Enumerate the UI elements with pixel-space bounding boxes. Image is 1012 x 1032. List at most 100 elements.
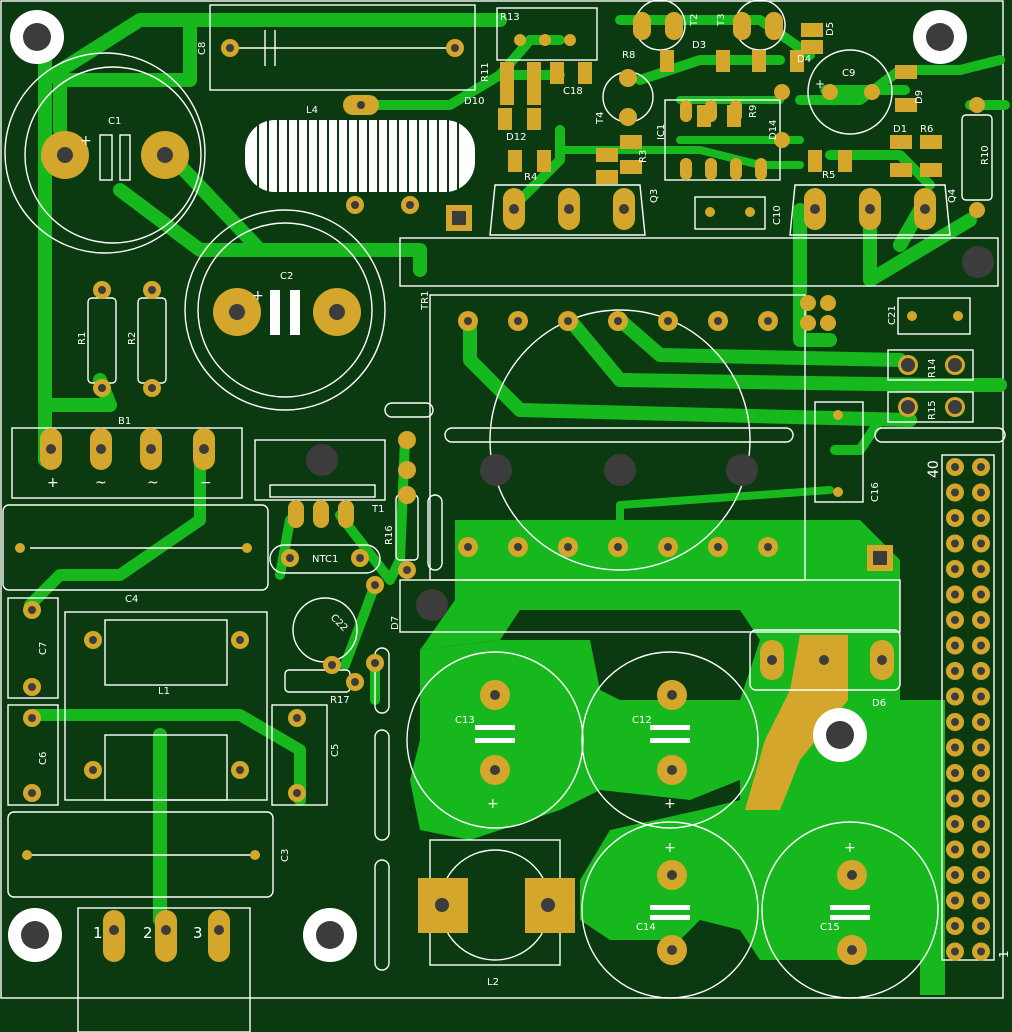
label-b1: B1 (118, 416, 131, 427)
label-c13: C13 (455, 715, 475, 726)
label-d3: D3 (692, 40, 706, 51)
label-r8: R8 (622, 50, 635, 61)
label-c21: C21 (887, 305, 898, 325)
label-r13: R13 (500, 12, 520, 23)
label-r14: R14 (927, 358, 938, 378)
label-c12-plus: + (664, 796, 676, 812)
label-c12: C12 (632, 715, 652, 726)
header-pin-hole (977, 896, 985, 905)
label-c8: C8 (197, 42, 208, 55)
label-d12: D12 (506, 132, 526, 143)
label-bridge-ac1: ~ (95, 475, 107, 491)
header-pin-hole (977, 590, 985, 599)
header-pin-hole (977, 718, 985, 726)
header-pin-hole (951, 845, 959, 854)
header-pin-hole (951, 514, 959, 522)
label-q4: Q4 (947, 189, 958, 203)
label-d10: D10 (464, 96, 484, 107)
mounting-holes (8, 10, 994, 962)
header-pin-hole (951, 896, 959, 905)
label-c4: C4 (125, 594, 138, 605)
label-r9: R9 (748, 105, 759, 118)
label-r5: R5 (822, 170, 835, 181)
label-d4: D4 (797, 54, 811, 65)
header-pin-hole (977, 488, 985, 497)
label-ntc1: NTC1 (312, 554, 338, 565)
label-r2: R2 (127, 332, 138, 345)
label-c9: C9 (842, 68, 855, 79)
label-bridge-plus: + (47, 475, 59, 491)
label-l4: L4 (306, 105, 318, 116)
reference-labels: R13 T2 T3 D5 C8 R11 R8 D3 D4 C9 D9 D10 C… (38, 12, 1011, 988)
label-c16: C16 (870, 482, 881, 502)
header-pin-hole (951, 692, 959, 701)
label-c2-plus: + (252, 288, 264, 304)
header-pin-hole (977, 641, 985, 650)
header-pin-hole (977, 947, 985, 956)
label-d5: D5 (825, 22, 836, 36)
label-c14-plus: + (664, 840, 676, 856)
label-r15: R15 (927, 400, 938, 420)
header-pin-hole (977, 922, 985, 930)
label-r11: R11 (480, 62, 491, 82)
header-pin-hole (977, 539, 985, 548)
label-tr1: TR1 (420, 291, 431, 311)
header-pin-hole (951, 794, 959, 803)
label-t1: T1 (371, 504, 384, 515)
label-bridge-ac2: ~ (147, 475, 159, 491)
header-pin-hole (977, 794, 985, 803)
label-r1: R1 (77, 332, 88, 345)
header-pin-hole (977, 514, 985, 522)
label-ic1: IC1 (656, 124, 667, 140)
label-c7: C7 (38, 642, 49, 655)
header-pin-hole (951, 947, 959, 956)
header-pin-hole (977, 692, 985, 701)
label-header-pin1: 1 (997, 950, 1011, 958)
header-pin-hole (951, 922, 959, 930)
header-pin-hole (977, 769, 985, 777)
label-pin2: 2 (143, 924, 153, 942)
header-pin-hole (977, 743, 985, 752)
header-pin-hole (951, 820, 959, 828)
label-t4: T4 (595, 112, 606, 125)
label-d1: D1 (893, 124, 907, 135)
copper-traces (24, 13, 1010, 927)
label-d9: D9 (914, 90, 925, 104)
label-c9-plus: + (815, 77, 825, 91)
header-40pin[interactable] (946, 458, 990, 961)
label-d6: D6 (872, 698, 886, 709)
header-pin-hole (951, 590, 959, 599)
header-pin-hole (951, 616, 959, 624)
label-bridge-minus: − (200, 475, 212, 491)
header-pin-hole (977, 820, 985, 828)
label-r10: R10 (980, 145, 991, 165)
label-c1-plus: + (80, 133, 92, 149)
label-d14: D14 (768, 120, 779, 140)
label-c6: C6 (38, 752, 49, 765)
label-q3: Q3 (649, 189, 660, 203)
header-pin-hole (951, 565, 959, 573)
label-d7: D7 (390, 616, 401, 630)
label-c10: C10 (772, 205, 783, 225)
label-l2: L2 (487, 977, 499, 988)
header-pin-hole (977, 463, 985, 471)
label-c15-plus: + (844, 840, 856, 856)
header-pin-hole (951, 743, 959, 752)
header-pin-hole (951, 641, 959, 650)
header-pin-hole (951, 488, 959, 497)
label-c14: C14 (636, 922, 656, 933)
label-c13-plus: + (487, 796, 499, 812)
pads (15, 12, 985, 965)
label-c18: C18 (563, 86, 583, 97)
label-t3: T3 (716, 14, 727, 27)
label-t2: T2 (689, 14, 700, 27)
header-pin-hole (951, 539, 959, 548)
header-pin-hole (951, 463, 959, 471)
label-pin3: 3 (193, 924, 203, 942)
label-c5: C5 (330, 744, 341, 757)
header-pin-hole (977, 616, 985, 624)
label-l1: L1 (158, 686, 170, 697)
label-c3: C3 (280, 849, 291, 862)
header-pin-hole (977, 845, 985, 854)
